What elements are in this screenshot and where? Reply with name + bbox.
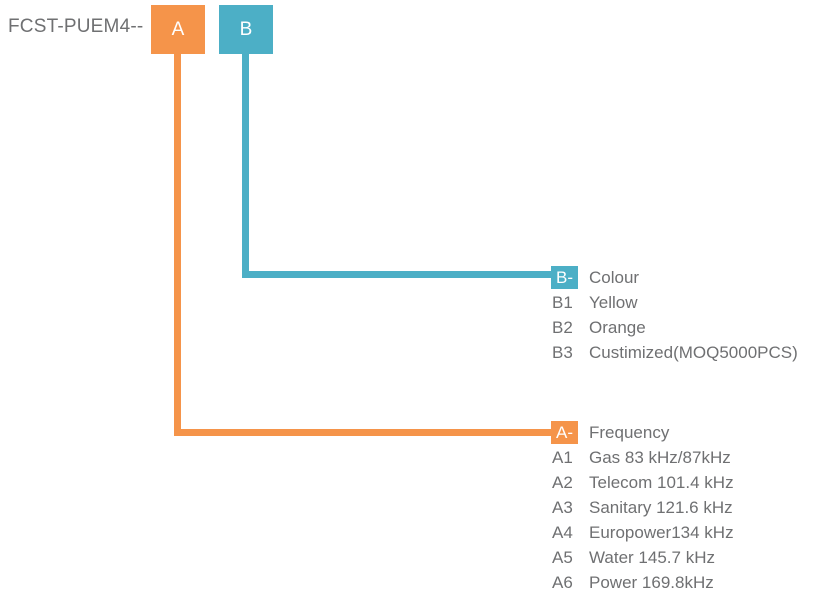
option-label-a5: Water 145.7 kHz xyxy=(589,547,715,567)
option-code-badge-b: B- xyxy=(551,266,578,289)
part-number-prefix: FCST-PUEM4-- xyxy=(8,16,144,37)
option-group-frequency-title: Frequency xyxy=(589,422,670,442)
connector-b-horizontal xyxy=(242,271,552,278)
option-row-a1: A1 Gas 83 kHz/87kHz xyxy=(551,445,734,470)
option-label-a1: Gas 83 kHz/87kHz xyxy=(589,447,731,467)
option-label-a6: Power 169.8kHz xyxy=(589,572,714,592)
code-box-b-label: B xyxy=(239,18,253,40)
option-row-a5: A5 Water 145.7 kHz xyxy=(551,545,734,570)
option-row-b1: B1 Yellow xyxy=(551,290,798,315)
option-label-a3: Sanitary 121.6 kHz xyxy=(589,497,733,517)
option-code-b1: B1 xyxy=(552,293,573,312)
option-code-badge-a: A- xyxy=(551,421,578,444)
option-row-a4: A4 Europower134 kHz xyxy=(551,520,734,545)
option-group-frequency: A- Frequency A1 Gas 83 kHz/87kHz A2 Tele… xyxy=(551,420,734,595)
option-code-a6: A6 xyxy=(552,573,573,592)
option-label-b1: Yellow xyxy=(589,292,638,312)
option-group-colour-title: Colour xyxy=(589,267,640,287)
option-code-a4: A4 xyxy=(552,523,573,542)
option-label-a4: Europower134 kHz xyxy=(589,522,734,542)
option-code-a3: A3 xyxy=(552,498,573,517)
option-label-a2: Telecom 101.4 kHz xyxy=(589,472,734,492)
option-row-b3: B3 Custimized(MOQ5000PCS) xyxy=(551,340,798,365)
option-group-frequency-header: A- Frequency xyxy=(551,420,734,445)
option-row-a3: A3 Sanitary 121.6 kHz xyxy=(551,495,734,520)
option-group-colour: B- Colour B1 Yellow B2 Orange B3 Custimi… xyxy=(551,265,798,365)
option-row-a6: A6 Power 169.8kHz xyxy=(551,570,734,595)
option-code-b2: B2 xyxy=(552,318,573,337)
option-row-a2: A2 Telecom 101.4 kHz xyxy=(551,470,734,495)
code-box-a-label: A xyxy=(171,18,185,40)
option-row-b2: B2 Orange xyxy=(551,315,798,340)
code-box-a: A xyxy=(151,5,205,54)
option-code-a2: A2 xyxy=(552,473,573,492)
code-box-b: B xyxy=(219,5,273,54)
option-code-a5: A5 xyxy=(552,548,573,567)
connector-b-vertical xyxy=(242,54,249,278)
connector-a-vertical xyxy=(174,54,181,436)
option-code-a1: A1 xyxy=(552,448,573,467)
connector-a-horizontal xyxy=(174,429,552,436)
option-label-b2: Orange xyxy=(589,317,646,337)
option-label-b3: Custimized(MOQ5000PCS) xyxy=(589,342,798,362)
option-code-b3: B3 xyxy=(552,343,573,362)
option-group-colour-header: B- Colour xyxy=(551,265,798,290)
